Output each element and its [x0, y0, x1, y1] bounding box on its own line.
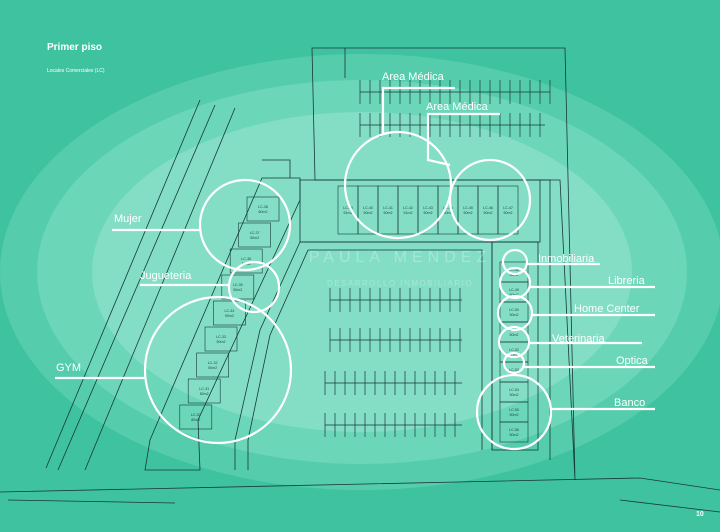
units-top-row: LC-3951m2LC-4050m2LC-4150m2LC-4251m2LC-4…	[337, 185, 519, 235]
unit-area: 50m2	[250, 236, 259, 240]
unit-code: LC-41	[383, 206, 393, 210]
unit-code: LC-56	[509, 428, 519, 432]
unit-area: 50m2	[484, 211, 493, 215]
leader-area-medica-2	[426, 112, 500, 167]
unit-code: LC-46	[483, 206, 493, 210]
leader-area-medica-1	[381, 86, 455, 133]
label-mujer: Mujer	[114, 213, 142, 225]
unit-code: LC-31	[199, 387, 209, 391]
zone-circle-mujer	[198, 178, 292, 272]
unit-area: 80m2	[191, 418, 200, 422]
unit-code: LC-36	[241, 257, 251, 261]
unit-area: 50m2	[200, 392, 209, 396]
zone-circle-jugueteria	[227, 260, 281, 314]
label-jugueteria: Jugueteria	[140, 270, 192, 282]
label-inmobiliaria: Inmobiliaria	[538, 253, 595, 265]
unit-code: LC-39	[343, 206, 353, 210]
unit-area: 50m2	[364, 211, 373, 215]
unit-code: LC-30	[191, 413, 201, 417]
unit-code: LC-47	[503, 206, 513, 210]
unit-area: 50m2	[510, 393, 519, 397]
zone-circles	[143, 130, 553, 451]
unit-code: LC-48	[509, 268, 519, 272]
label-optica: Optica	[616, 355, 649, 367]
label-gym: GYM	[56, 362, 81, 374]
unit-code: LC-54	[509, 388, 519, 392]
unit-area: 50m2	[424, 211, 433, 215]
unit-area: 51m2	[344, 211, 353, 215]
unit-code: LC-33	[216, 335, 226, 339]
zone-circle-banco	[475, 373, 553, 451]
label-veterinaria: Veterinaria	[552, 333, 605, 345]
zone-circle-home-center	[496, 294, 534, 332]
unit-code: LC-32	[208, 361, 218, 365]
unit-area: 50m2	[504, 211, 513, 215]
unit-area: 50m2	[444, 211, 453, 215]
unit-area: 50m2	[208, 366, 217, 370]
page-title: Primer piso	[47, 42, 103, 53]
parking-stalls	[324, 80, 551, 437]
unit-code: LC-52	[509, 348, 519, 352]
unit-code: LC-35	[233, 283, 243, 287]
unit-area: 50m2	[464, 211, 473, 215]
unit-area: 51m2	[404, 211, 413, 215]
units-left-wing: LC-3860m2LC-3750m2LC-3650m2LC-3550m2LC-3…	[179, 196, 280, 430]
unit-code: LC-43	[423, 206, 433, 210]
unit-area: 50m2	[233, 288, 242, 292]
unit-code: LC-55	[509, 408, 519, 412]
zone-circle-inmobiliaria	[501, 248, 529, 276]
unit-area: 50m2	[217, 340, 226, 344]
label-area-medica-2: Area Médica	[426, 101, 489, 113]
unit-area: 50m2	[384, 211, 393, 215]
page-number: 10	[696, 511, 704, 518]
unit-code: LC-44	[443, 206, 453, 210]
unit-code: LC-34	[225, 309, 235, 313]
label-banco: Banco	[614, 397, 645, 409]
label-libreria: Libreria	[608, 275, 646, 287]
watermark-main: PAULA MENDEZ	[309, 249, 491, 266]
unit-code: LC-42	[403, 206, 413, 210]
zone-circle-gym	[143, 295, 293, 445]
zone-circle-optica	[502, 351, 526, 375]
unit-code: LC-45	[463, 206, 473, 210]
halo-inner	[92, 112, 632, 432]
zone-circle-libreria	[498, 266, 532, 300]
zone-circle-area-medica-1	[343, 130, 453, 240]
unit-code: LC-40	[363, 206, 373, 210]
page-subtitle: Locales Comerciales (LC)	[47, 68, 105, 74]
unit-area: 60m2	[259, 210, 268, 214]
unit-area: 50m2	[510, 413, 519, 417]
unit-code: LC-37	[250, 231, 260, 235]
unit-area: 50m2	[225, 314, 234, 318]
zone-circle-area-medica-2	[448, 158, 532, 242]
unit-area: 50m2	[510, 353, 519, 357]
unit-area: 50m2	[510, 433, 519, 437]
watermark-sub: DESARROLLO INMOBILIARIO	[327, 279, 473, 288]
unit-area: 50m2	[510, 313, 519, 317]
unit-code: LC-53	[509, 368, 519, 372]
unit-code: LC-38	[258, 205, 268, 209]
label-area-medica-1: Area Médica	[382, 71, 445, 83]
leader-lines	[55, 86, 655, 411]
label-home-center: Home Center	[574, 303, 640, 315]
unit-code: LC-49	[509, 288, 519, 292]
unit-code: LC-50	[509, 308, 519, 312]
unit-area: 50m2	[510, 333, 519, 337]
site-outline	[0, 47, 720, 513]
